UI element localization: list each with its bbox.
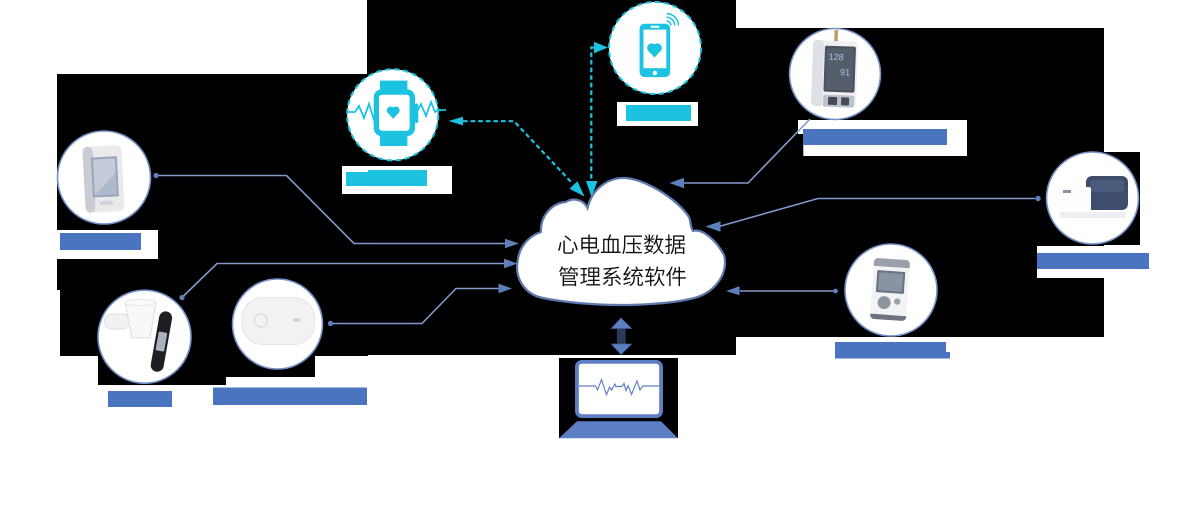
svg-text:128: 128 — [828, 52, 843, 63]
svg-text:91: 91 — [840, 67, 850, 77]
